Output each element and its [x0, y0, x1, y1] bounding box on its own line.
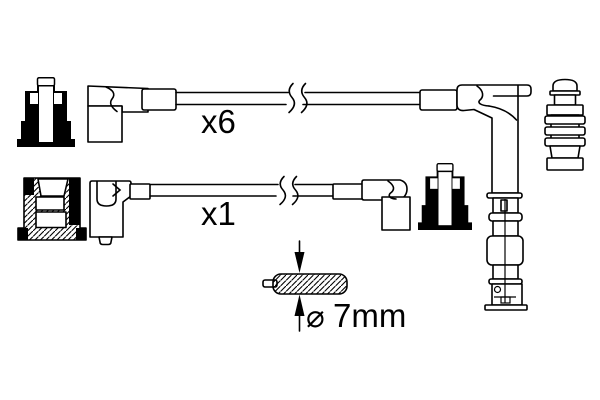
arrow-up-icon [294, 294, 305, 332]
elbow-connector-mid-right [332, 179, 411, 231]
boot-square [87, 105, 123, 143]
quantity-label-x6: x6 [201, 103, 236, 140]
arrow-down-icon [294, 240, 305, 273]
cable-ferrule [141, 88, 177, 111]
hatched-cable-cross-section [272, 273, 348, 295]
vertical-plug-boot [484, 192, 528, 311]
cable-ferrule [332, 183, 364, 200]
quantity-label-x1: x1 [201, 195, 236, 232]
cable-break-marks [279, 175, 299, 206]
cable-x1 [149, 175, 334, 206]
boot-square [381, 196, 411, 231]
connector-cross-section-icon [17, 177, 87, 241]
ribbed-connector-icon [544, 78, 586, 171]
angled-boot-connector-top-left [87, 85, 177, 143]
spark-plug-silhouette-icon [16, 77, 76, 148]
elbow-connector-top-right [419, 84, 532, 194]
cable-ferrule [129, 183, 151, 200]
angled-boot-connector-mid-left [89, 180, 151, 246]
cable-ferrule [419, 89, 458, 111]
diameter-annotation: ⌀ 7mm [262, 240, 406, 335]
boot-nipple [98, 236, 113, 246]
cable-break-marks [288, 82, 308, 114]
cable-x6 [175, 82, 421, 114]
diameter-symbol: ⌀ [306, 299, 325, 335]
diameter-value: 7mm [333, 297, 406, 334]
spark-plug-silhouette-icon [417, 162, 473, 231]
